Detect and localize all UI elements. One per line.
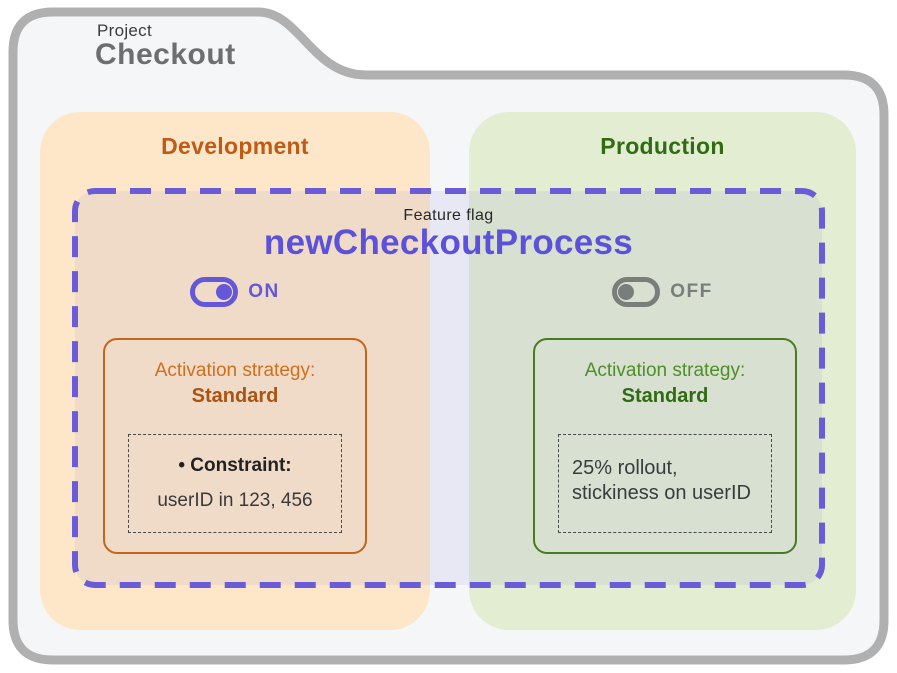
strategy-type: Standard [191,385,279,407]
development-panel-bg [40,112,430,630]
toggle-on-icon[interactable] [190,277,239,307]
production-toggle-row: OFF [469,277,856,307]
feature-flag-name: newCheckoutProcess [263,223,634,262]
rollout-line: stickiness on userID [572,482,751,504]
production-panel-bg [469,112,856,630]
feature-flag-kicker: Feature flag [403,207,494,224]
toggle-on-label: ON [248,281,280,302]
feature-flag-boundary [72,188,825,588]
strategy-type: Standard [621,385,709,407]
development-strategy-card: Activation strategy: Standard • Constrai… [103,338,367,554]
constraint-box: • Constraint: userID in 123, 456 [128,434,342,533]
project-name: Checkout [95,38,236,71]
rollout-line: 25% rollout, [572,457,678,479]
development-header: Development [161,133,309,159]
toggle-off-icon[interactable] [612,277,661,307]
toggle-off-label: OFF [670,281,713,302]
toggle-knob [216,284,233,300]
production-header: Production [600,133,725,159]
production-strategy-card: Activation strategy: Standard 25% rollou… [533,338,797,554]
project-label: Project [97,21,153,40]
toggle-knob [618,284,635,300]
strategy-title: Activation strategy: [154,360,316,381]
development-toggle-row: ON [40,277,430,307]
constraint-label: • Constraint: [178,455,292,476]
constraint-value: userID in 123, 456 [157,490,313,511]
strategy-title: Activation strategy: [584,360,746,381]
rollout-box: 25% rollout, stickiness on userID [558,434,772,533]
